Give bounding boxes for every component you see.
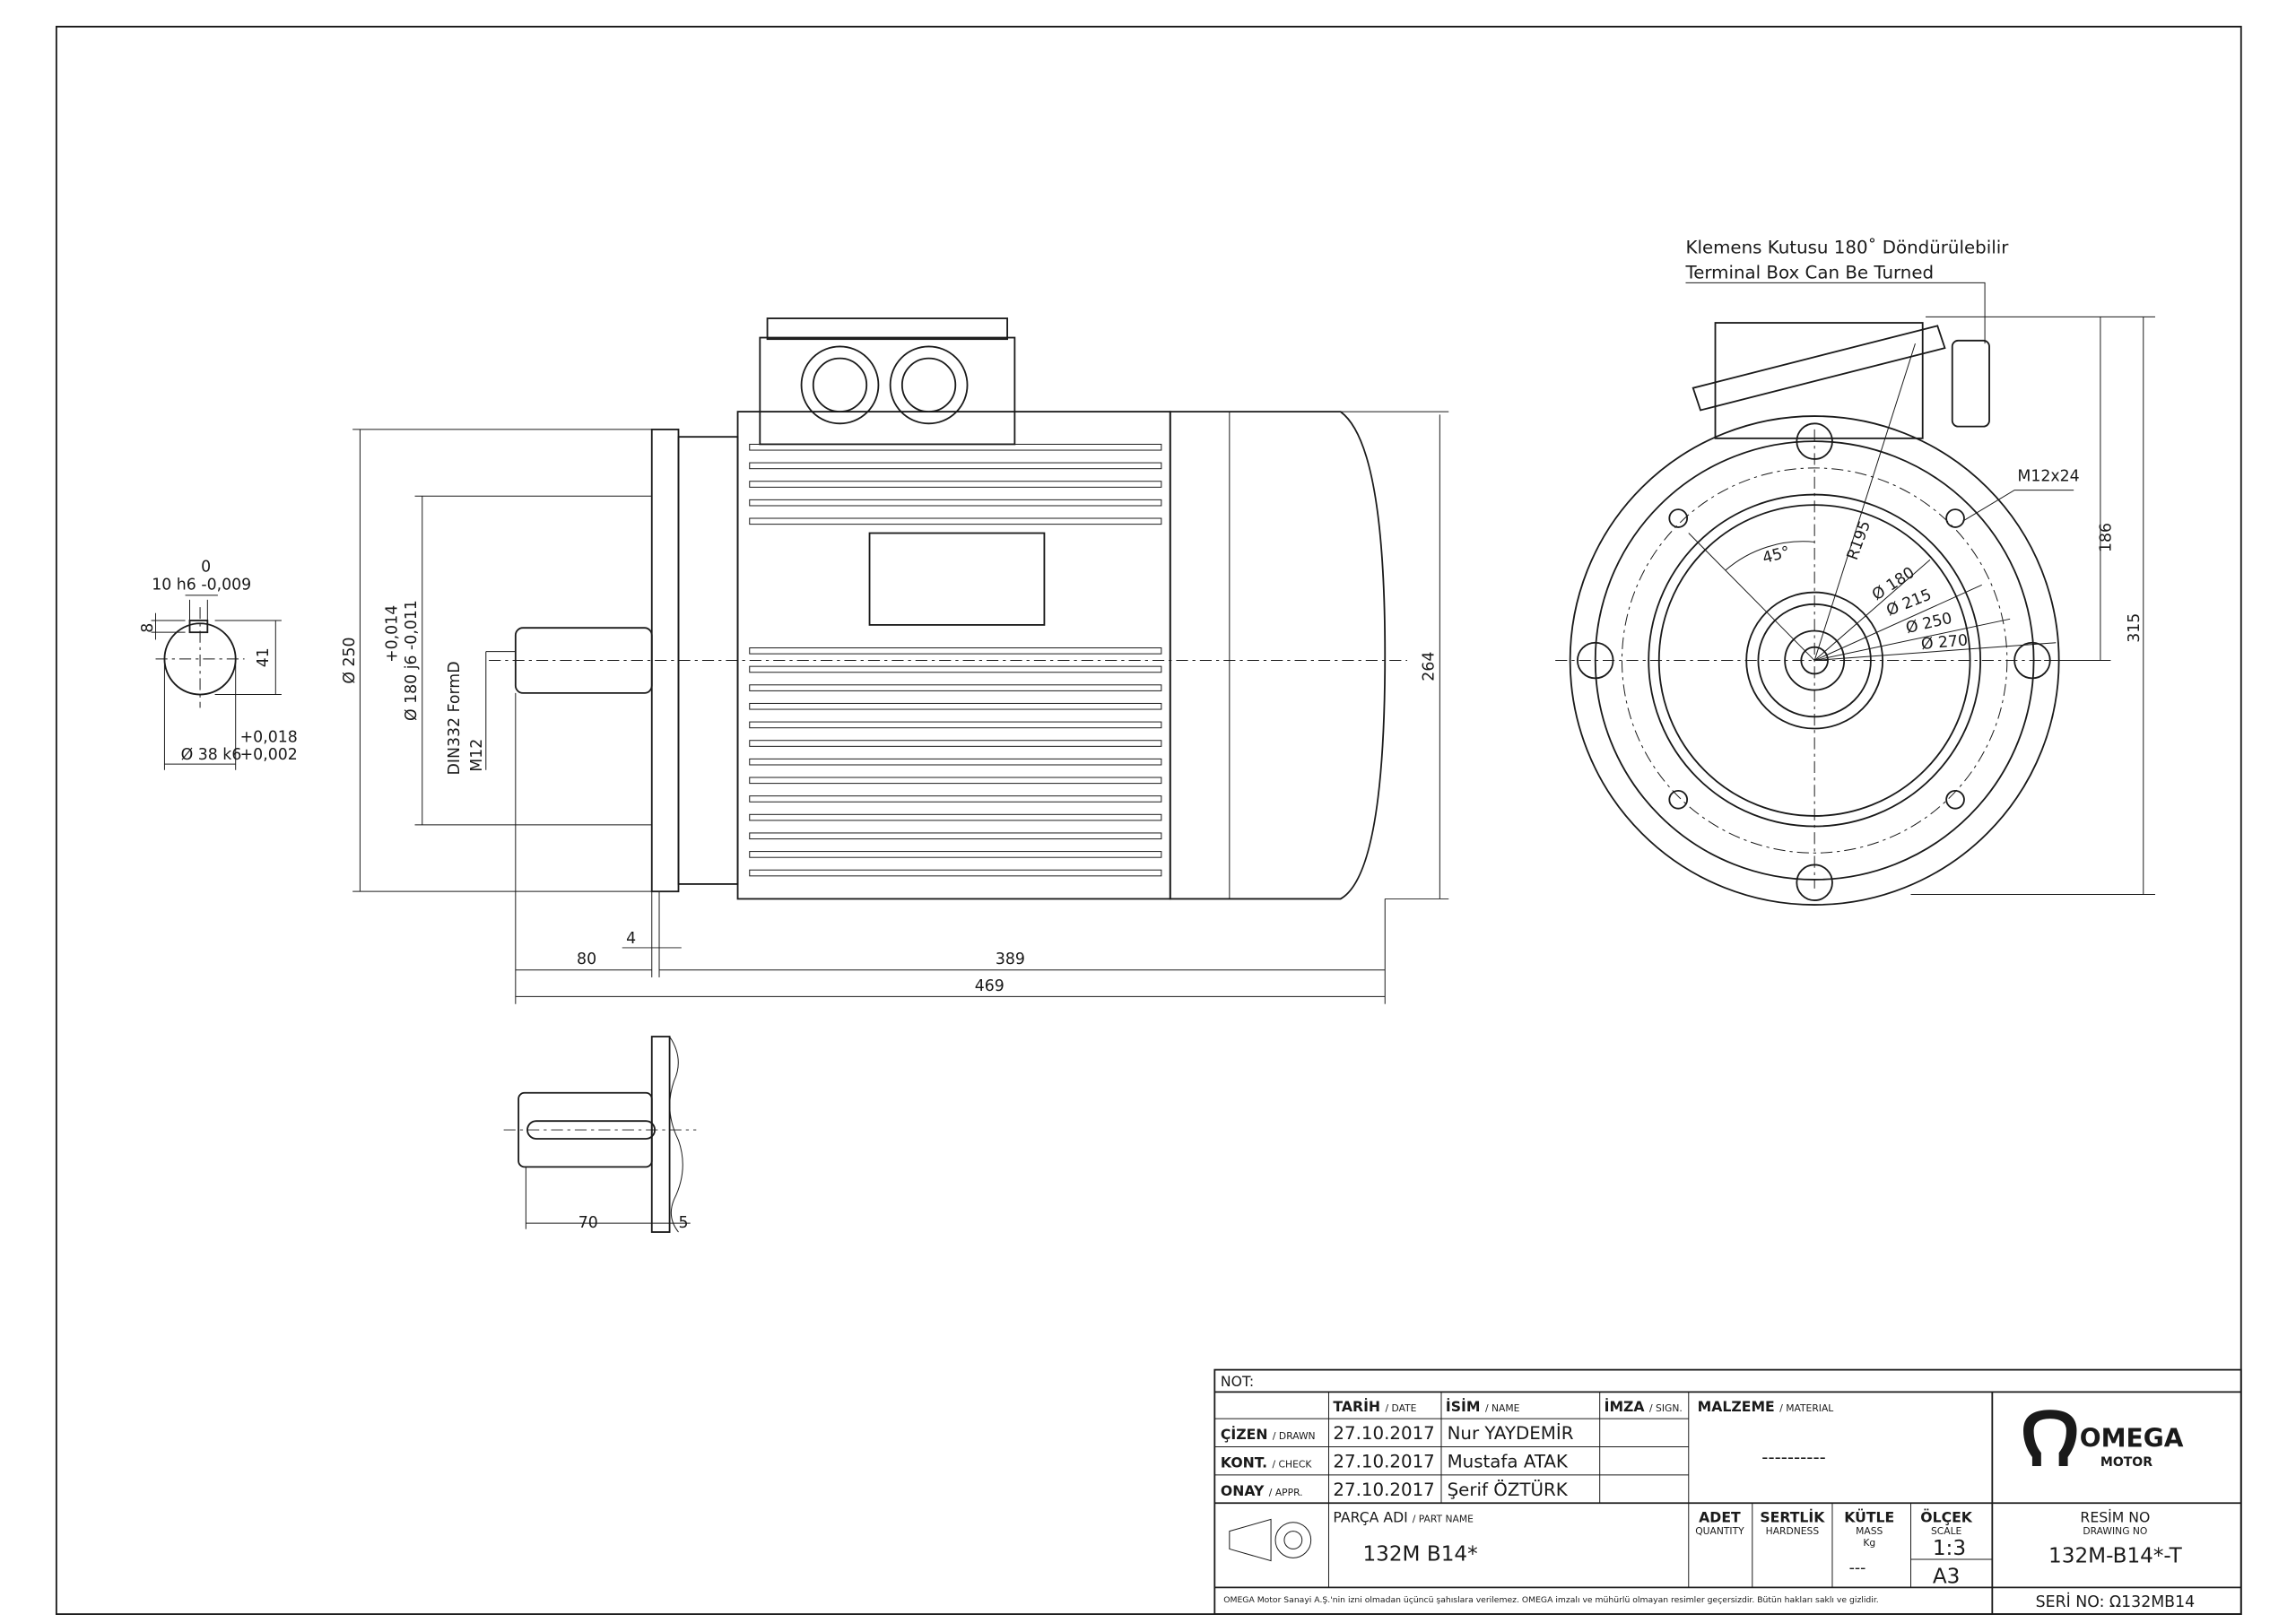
- cooling-fin: [749, 647, 1162, 655]
- material-header: MALZEME / MATERIAL: [1698, 1398, 1834, 1415]
- signoff-row-check: KONT. / CHECK 27.10.2017 Mustafa ATAK: [1221, 1452, 1569, 1472]
- date-drawn: 27.10.2017: [1333, 1423, 1434, 1444]
- cooling-fin: [749, 740, 1162, 747]
- terminal-box-note-tr: Klemens Kutusu 180˚ Döndürülebilir: [1685, 237, 2009, 257]
- bolt-holes: [1668, 508, 1965, 810]
- cooling-fin: [749, 813, 1162, 821]
- frame: [736, 411, 1171, 900]
- mass-unit: Kg: [1863, 1537, 1875, 1549]
- angle-label: 45°: [1761, 543, 1792, 568]
- height-315-dim: 315: [2126, 613, 2144, 643]
- drawing-no: 132M-B14*-T: [2048, 1544, 2183, 1567]
- cooling-fin: [749, 777, 1162, 785]
- shaft-height-dim: 41: [255, 647, 273, 667]
- name-header: İSİM / NAME: [1446, 1398, 1520, 1415]
- signoff-row-drawn: ÇİZEN / DRAWN 27.10.2017 Nur YAYDEMİR: [1221, 1423, 1574, 1444]
- sign-header: İMZA / SIGN.: [1605, 1398, 1683, 1415]
- projection-symbol-icon: [1229, 1518, 1312, 1562]
- date-header: TARİH / DATE: [1333, 1398, 1416, 1415]
- title-block: NOT: TARİH / DATE İSİM / NAME İMZA / SIG…: [1213, 1368, 2242, 1615]
- part-name: 132M B14*: [1362, 1543, 1477, 1567]
- center-hole-label: DIN332 FormD: [446, 661, 464, 775]
- key-length-dim: 70: [578, 1214, 598, 1232]
- cooling-fin: [749, 517, 1162, 525]
- shaft-dia-dim: Ø 38 k6: [181, 746, 242, 764]
- name-approved: Şerif ÖZTÜRK: [1448, 1480, 1569, 1500]
- body-length-dim: 389: [996, 950, 1025, 968]
- radius-label: R195: [1844, 518, 1874, 562]
- mount-lugs: [1577, 422, 2051, 901]
- spigot-dia-dim: Ø 180 j6 -0,011: [403, 600, 421, 721]
- cooling-fin: [749, 462, 1162, 470]
- part-name-header: PARÇA ADI / PART NAME: [1333, 1509, 1474, 1526]
- spigot-tol-upper: +0,014: [384, 605, 402, 663]
- cooling-fin: [749, 702, 1162, 710]
- fan-cover: [1169, 411, 1387, 900]
- quantity-header-en: QUANTITY: [1695, 1525, 1744, 1537]
- svg-text:KONT. / CHECK: KONT. / CHECK: [1221, 1454, 1312, 1471]
- scale-header: ÖLÇEK: [1920, 1509, 1973, 1526]
- gap-dim: 4: [626, 930, 636, 948]
- date-approved: 27.10.2017: [1333, 1480, 1434, 1500]
- logo-text: OMEGA: [2080, 1423, 2184, 1453]
- nameplate: [868, 532, 1046, 626]
- shaft-length-dim: 80: [577, 950, 596, 968]
- end-terminal-box: [1692, 322, 1990, 439]
- quantity-header: ADET: [1699, 1509, 1741, 1526]
- cooling-fin: [749, 758, 1162, 766]
- shaft-section: 0 10 h6 -0,009 8 41 Ø 38 k6 +0,018 +0,00…: [139, 558, 298, 770]
- shaft-tol-upper: +0,018: [240, 728, 298, 746]
- hardness-header-en: HARDNESS: [1766, 1525, 1820, 1537]
- omega-motor-logo: OMEGA MOTOR: [2023, 1410, 2184, 1470]
- sheet-size: A3: [1933, 1565, 1961, 1588]
- bolt-label: M12x24: [2017, 468, 2079, 486]
- motor-side-view: Ø 250 +0,014 Ø 180 j6 -0,011 DIN332 Form…: [341, 317, 1449, 1004]
- scale-value: 1:3: [1933, 1537, 1966, 1560]
- cooling-fin: [749, 851, 1162, 858]
- mass-value: ---: [1849, 1559, 1866, 1577]
- cooling-fin: [749, 869, 1162, 877]
- height-dim: 264: [1421, 652, 1439, 681]
- key-tol-upper: 0: [201, 558, 211, 576]
- mass-header-en: MASS: [1856, 1525, 1883, 1537]
- copyright-footer: OMEGA Motor Sanayi A.Ş.'nin izni olmadan…: [1223, 1595, 1879, 1605]
- scale-header-en: SCALE: [1931, 1525, 1962, 1537]
- hardness-header: SERTLİK: [1760, 1509, 1825, 1526]
- drawing-no-header-en: DRAWING NO: [2083, 1525, 2147, 1537]
- cooling-fin: [749, 443, 1162, 451]
- total-length-dim: 469: [975, 977, 1004, 995]
- cooling-fin: [749, 481, 1162, 488]
- flange-dia-dim: Ø 250: [341, 637, 359, 683]
- cooling-fin: [749, 832, 1162, 840]
- svg-text:ONAY / APPR.: ONAY / APPR.: [1221, 1482, 1303, 1499]
- shaft-tol-lower: +0,002: [240, 746, 298, 764]
- material-value: ----------: [1761, 1447, 1825, 1468]
- dia-270-label: Ø 270: [1920, 631, 1969, 653]
- signoff-row-approved: ONAY / APPR. 27.10.2017 Şerif ÖZTÜRK: [1221, 1480, 1569, 1500]
- terminal-box: [759, 336, 1016, 446]
- terminal-box-note-en: Terminal Box Can Be Turned: [1684, 262, 1934, 282]
- cooling-fin: [749, 721, 1162, 729]
- serial-no: SERİ NO: Ω132MB14: [2036, 1593, 2195, 1611]
- drawing-no-header: RESİM NO: [2080, 1509, 2150, 1526]
- date-check: 27.10.2017: [1333, 1452, 1434, 1472]
- logo-subtext: MOTOR: [2100, 1455, 2152, 1470]
- name-check: Mustafa ATAK: [1448, 1452, 1569, 1472]
- shaft-key-view: 70 5: [503, 1036, 697, 1233]
- mass-header: KÜTLE: [1844, 1509, 1894, 1526]
- note-label: NOT:: [1221, 1373, 1254, 1390]
- cooling-fin: [749, 499, 1162, 507]
- cooling-fin: [749, 795, 1162, 803]
- key-width-dim: 10 h6 -0,009: [152, 576, 251, 594]
- svg-text:ÇİZEN / DRAWN: ÇİZEN / DRAWN: [1221, 1426, 1316, 1443]
- center-thread-label: M12: [468, 739, 486, 772]
- height-186-dim: 186: [2097, 523, 2115, 552]
- motor-end-view: Klemens Kutusu 180˚ Döndürülebilir Termi…: [1555, 237, 2155, 906]
- name-drawn: Nur YAYDEMİR: [1448, 1423, 1574, 1444]
- drawing-border: [55, 25, 2242, 1615]
- key-offset-dim: 5: [678, 1214, 688, 1232]
- cooling-fin: [749, 665, 1162, 673]
- cooling-fin: [749, 684, 1162, 691]
- key-depth-dim: 8: [139, 623, 157, 633]
